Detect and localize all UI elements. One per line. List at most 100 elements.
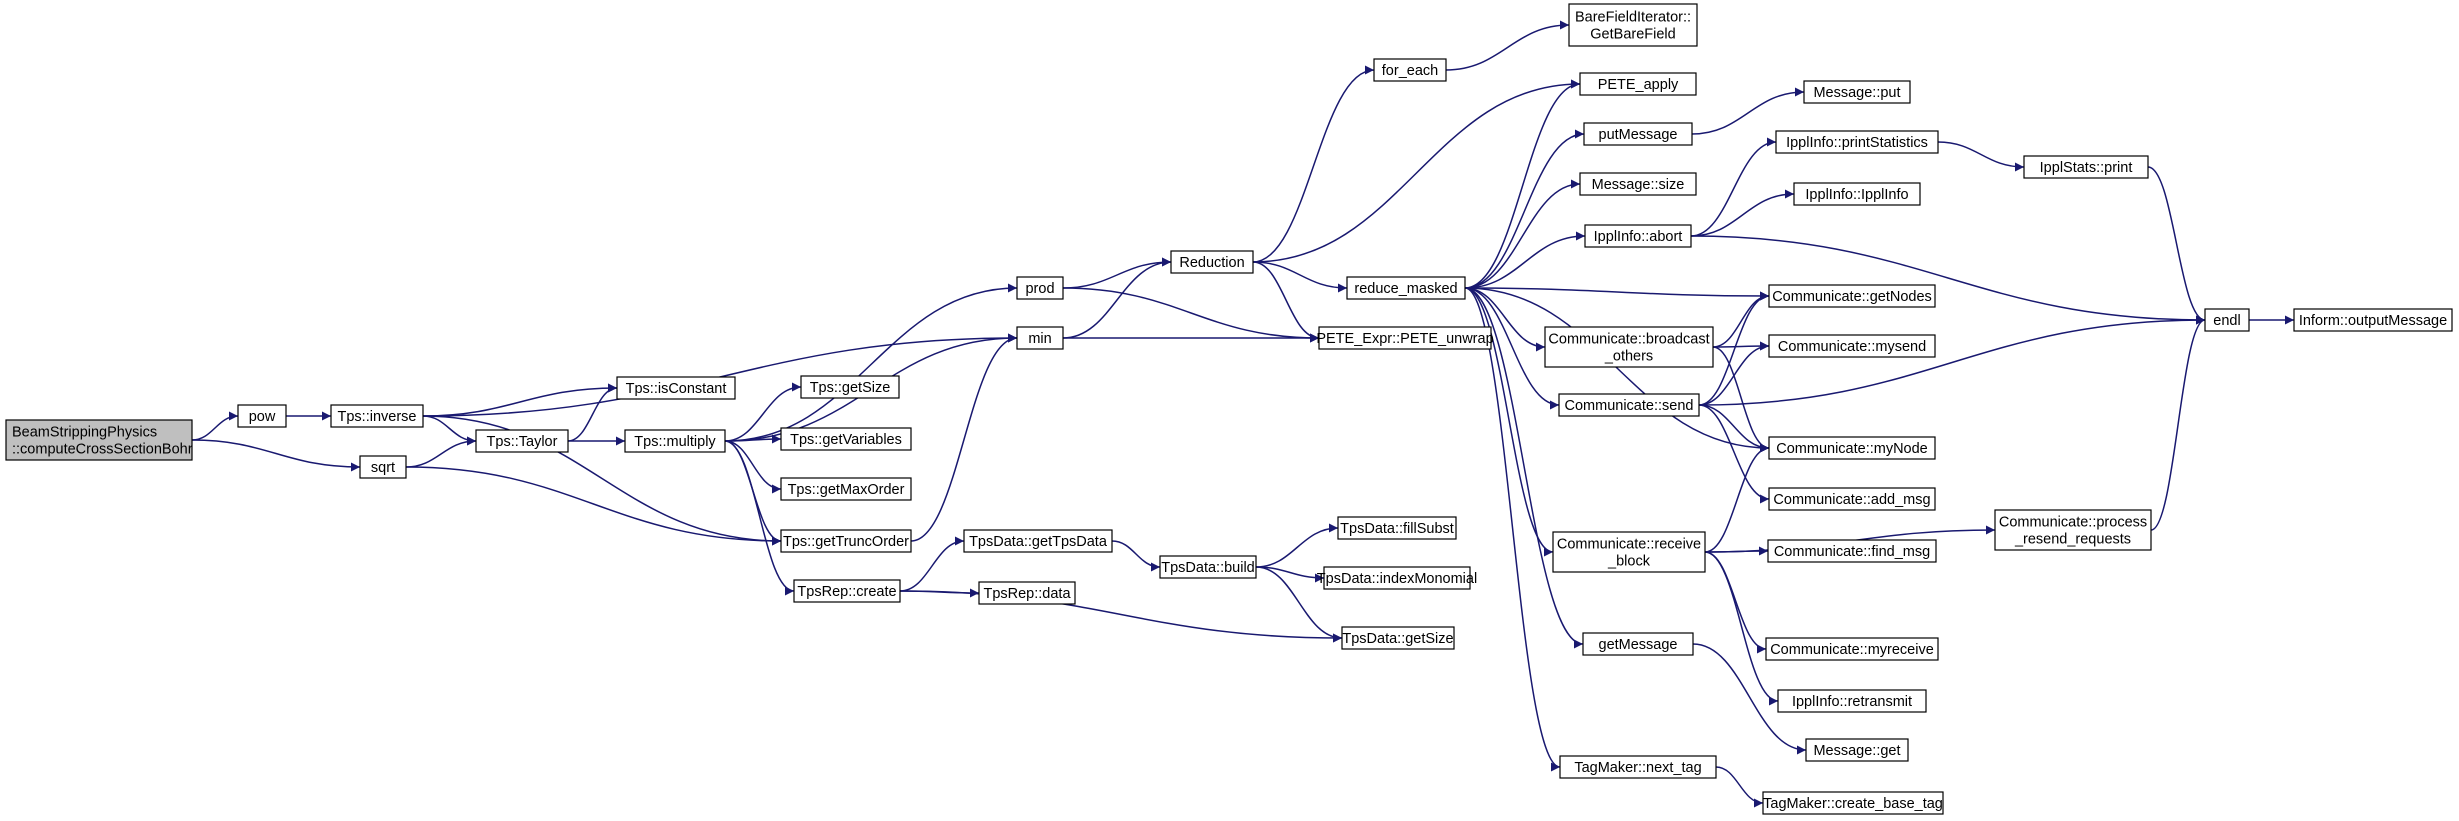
node-tpsdata-gettpsdata[interactable]: TpsData::getTpsData: [963, 529, 1113, 553]
edge-prod-to-pete_unwrap: [1062, 287, 1320, 343]
node-label: Communicate::send: [1565, 398, 1694, 414]
node-tpsdata-indexmonomial[interactable]: TpsData::indexMonomial: [1317, 566, 1477, 590]
node-box: [359, 455, 407, 479]
node-tps-multiply[interactable]: Tps::multiply: [624, 429, 726, 453]
node-tps-isconstant[interactable]: Tps::isConstant: [616, 376, 736, 400]
node-box: [1568, 3, 1698, 47]
edge-root-to-pow: [191, 411, 239, 441]
node-label: GetBareField: [1590, 27, 1675, 43]
node-label: Message::get: [1813, 743, 1900, 759]
edge-reduce_masked-to-putmessage: [1464, 129, 1585, 289]
node-box: [1793, 182, 1921, 206]
node-box: [1170, 250, 1254, 274]
node-label: Communicate::add_msg: [1773, 492, 1930, 508]
node-min[interactable]: min: [1016, 326, 1064, 350]
node-putmessage[interactable]: putMessage: [1583, 122, 1693, 146]
edge-reduction-to-pete_unwrap: [1252, 261, 1320, 343]
node-tpsdata-fillsubst[interactable]: TpsData::fillSubst: [1337, 516, 1457, 540]
edge-reduction-to-reduce_masked: [1252, 261, 1348, 293]
node-label: sqrt: [371, 460, 395, 476]
node-label: IpplInfo::retransmit: [1792, 694, 1912, 710]
node-tps-taylor[interactable]: Tps::Taylor: [475, 429, 569, 453]
node-reduction[interactable]: Reduction: [1170, 250, 1254, 274]
node-inform-outputmessage[interactable]: Inform::outputMessage: [2293, 308, 2453, 332]
node-tpsdata-build[interactable]: TpsData::build: [1159, 555, 1257, 579]
node-ipplinfo-retransmit[interactable]: IpplInfo::retransmit: [1777, 689, 1927, 713]
node-box: [1762, 791, 1944, 815]
edge-sqrt-to-tps_taylor: [405, 436, 477, 468]
node-message-size[interactable]: Message::size: [1579, 172, 1697, 196]
node-comm-mysend[interactable]: Communicate::mysend: [1768, 334, 1936, 358]
node-box: [1552, 531, 1706, 573]
node-endl[interactable]: endl: [2204, 308, 2250, 332]
edge-tps_inverse-to-tps_gettruncorder: [422, 415, 782, 546]
node-box: [1994, 509, 2152, 551]
edge-reduction-to-pete_apply: [1252, 79, 1581, 263]
node-tps-getvariables[interactable]: Tps::getVariables: [780, 427, 912, 451]
edge-tps_multiply-to-prod: [724, 283, 1018, 442]
edge-comm_receive_block-to-comm_myreceive: [1704, 551, 1767, 654]
node-pow[interactable]: pow: [237, 404, 287, 428]
node-label: TpsData::build: [1161, 560, 1255, 576]
edge-tps_taylor-to-tps_isconstant: [567, 383, 618, 442]
edge-tps_gettruncorder-to-min: [910, 333, 1018, 542]
node-sqrt[interactable]: sqrt: [359, 455, 407, 479]
node-box: [1768, 487, 1936, 511]
edge-comm_broadcast-to-comm_getnodes: [1712, 291, 1770, 348]
node-pete-apply[interactable]: PETE_apply: [1579, 72, 1697, 96]
node-tagmaker-create-base-tag[interactable]: TagMaker::create_base_tag: [1762, 791, 1944, 815]
node-box: [1323, 566, 1471, 590]
node-barefield[interactable]: BareFieldIterator::GetBareField: [1568, 3, 1698, 47]
node-ipplstats-print[interactable]: IpplStats::print: [2023, 155, 2149, 179]
node-for-each[interactable]: for_each: [1373, 58, 1447, 82]
node-box: [780, 427, 912, 451]
node-ipplinfo-ipplinfo[interactable]: IpplInfo::IpplInfo: [1793, 182, 1921, 206]
node-message-put[interactable]: Message::put: [1803, 80, 1911, 104]
node-message-get[interactable]: Message::get: [1805, 738, 1909, 762]
node-label: reduce_masked: [1354, 281, 1457, 297]
node-prod[interactable]: prod: [1016, 276, 1064, 300]
node-comm-getnodes[interactable]: Communicate::getNodes: [1768, 284, 1936, 308]
edge-ipplinfo_abort-to-ipplinfo_ipplinfo: [1690, 189, 1795, 237]
node-label: TpsRep::create: [797, 584, 896, 600]
node-getmessage[interactable]: getMessage: [1582, 632, 1694, 656]
node-tps-getsize[interactable]: Tps::getSize: [800, 375, 900, 399]
node-label: BareFieldIterator::: [1575, 10, 1691, 26]
node-tpsdata-getsize[interactable]: TpsData::getSize: [1341, 626, 1455, 650]
node-box: [1805, 738, 1909, 762]
node-label: Communicate::mysend: [1778, 339, 1926, 355]
node-root[interactable]: BeamStrippingPhysics::computeCrossSectio…: [5, 419, 193, 461]
node-comm-add-msg[interactable]: Communicate::add_msg: [1768, 487, 1936, 511]
node-comm-broadcast[interactable]: Communicate::broadcast_others: [1544, 326, 1714, 368]
node-tpsrep-data[interactable]: TpsRep::data: [978, 581, 1076, 605]
node-comm-receive-block[interactable]: Communicate::receive_block: [1552, 531, 1706, 573]
node-ipplinfo-printstatistics[interactable]: IpplInfo::printStatistics: [1775, 130, 1939, 154]
node-tps-gettruncorder[interactable]: Tps::getTruncOrder: [780, 529, 912, 553]
node-box: [1318, 326, 1492, 350]
node-reduce-masked[interactable]: reduce_masked: [1346, 276, 1466, 300]
node-tps-getmaxorder[interactable]: Tps::getMaxOrder: [780, 477, 912, 501]
node-comm-myreceive[interactable]: Communicate::myreceive: [1765, 637, 1939, 661]
edge-comm_send-to-comm_getnodes: [1698, 291, 1770, 406]
edge-prod-to-reduction: [1062, 257, 1172, 289]
node-box: [1558, 393, 1700, 417]
node-tagmaker-next-tag[interactable]: TagMaker::next_tag: [1559, 755, 1717, 779]
node-comm-mynode[interactable]: Communicate::myNode: [1768, 436, 1936, 460]
node-label: Tps::multiply: [634, 434, 716, 450]
node-pete-unwrap[interactable]: PETE_Expr::PETE_unwrap: [1316, 326, 1494, 350]
node-comm-send[interactable]: Communicate::send: [1558, 393, 1700, 417]
node-comm-process-resend[interactable]: Communicate::process_resend_requests: [1994, 509, 2152, 551]
node-tpsrep-create[interactable]: TpsRep::create: [793, 579, 901, 603]
node-tps-inverse[interactable]: Tps::inverse: [330, 404, 424, 428]
node-label: putMessage: [1599, 127, 1678, 143]
node-label: TagMaker::create_base_tag: [1763, 796, 1943, 812]
edge-comm_process_resend-to-endl: [2150, 315, 2206, 531]
node-ipplinfo-abort[interactable]: IpplInfo::abort: [1584, 224, 1692, 248]
node-box: [237, 404, 287, 428]
node-comm-find-msg[interactable]: Communicate::find_msg: [1767, 539, 1937, 563]
node-box: [1765, 637, 1939, 661]
node-box: [1768, 284, 1936, 308]
node-label: min: [1028, 331, 1051, 347]
edge-tps_multiply-to-tpsrep_create: [724, 440, 795, 596]
node-label: ::computeCrossSectionBohr: [12, 442, 193, 458]
